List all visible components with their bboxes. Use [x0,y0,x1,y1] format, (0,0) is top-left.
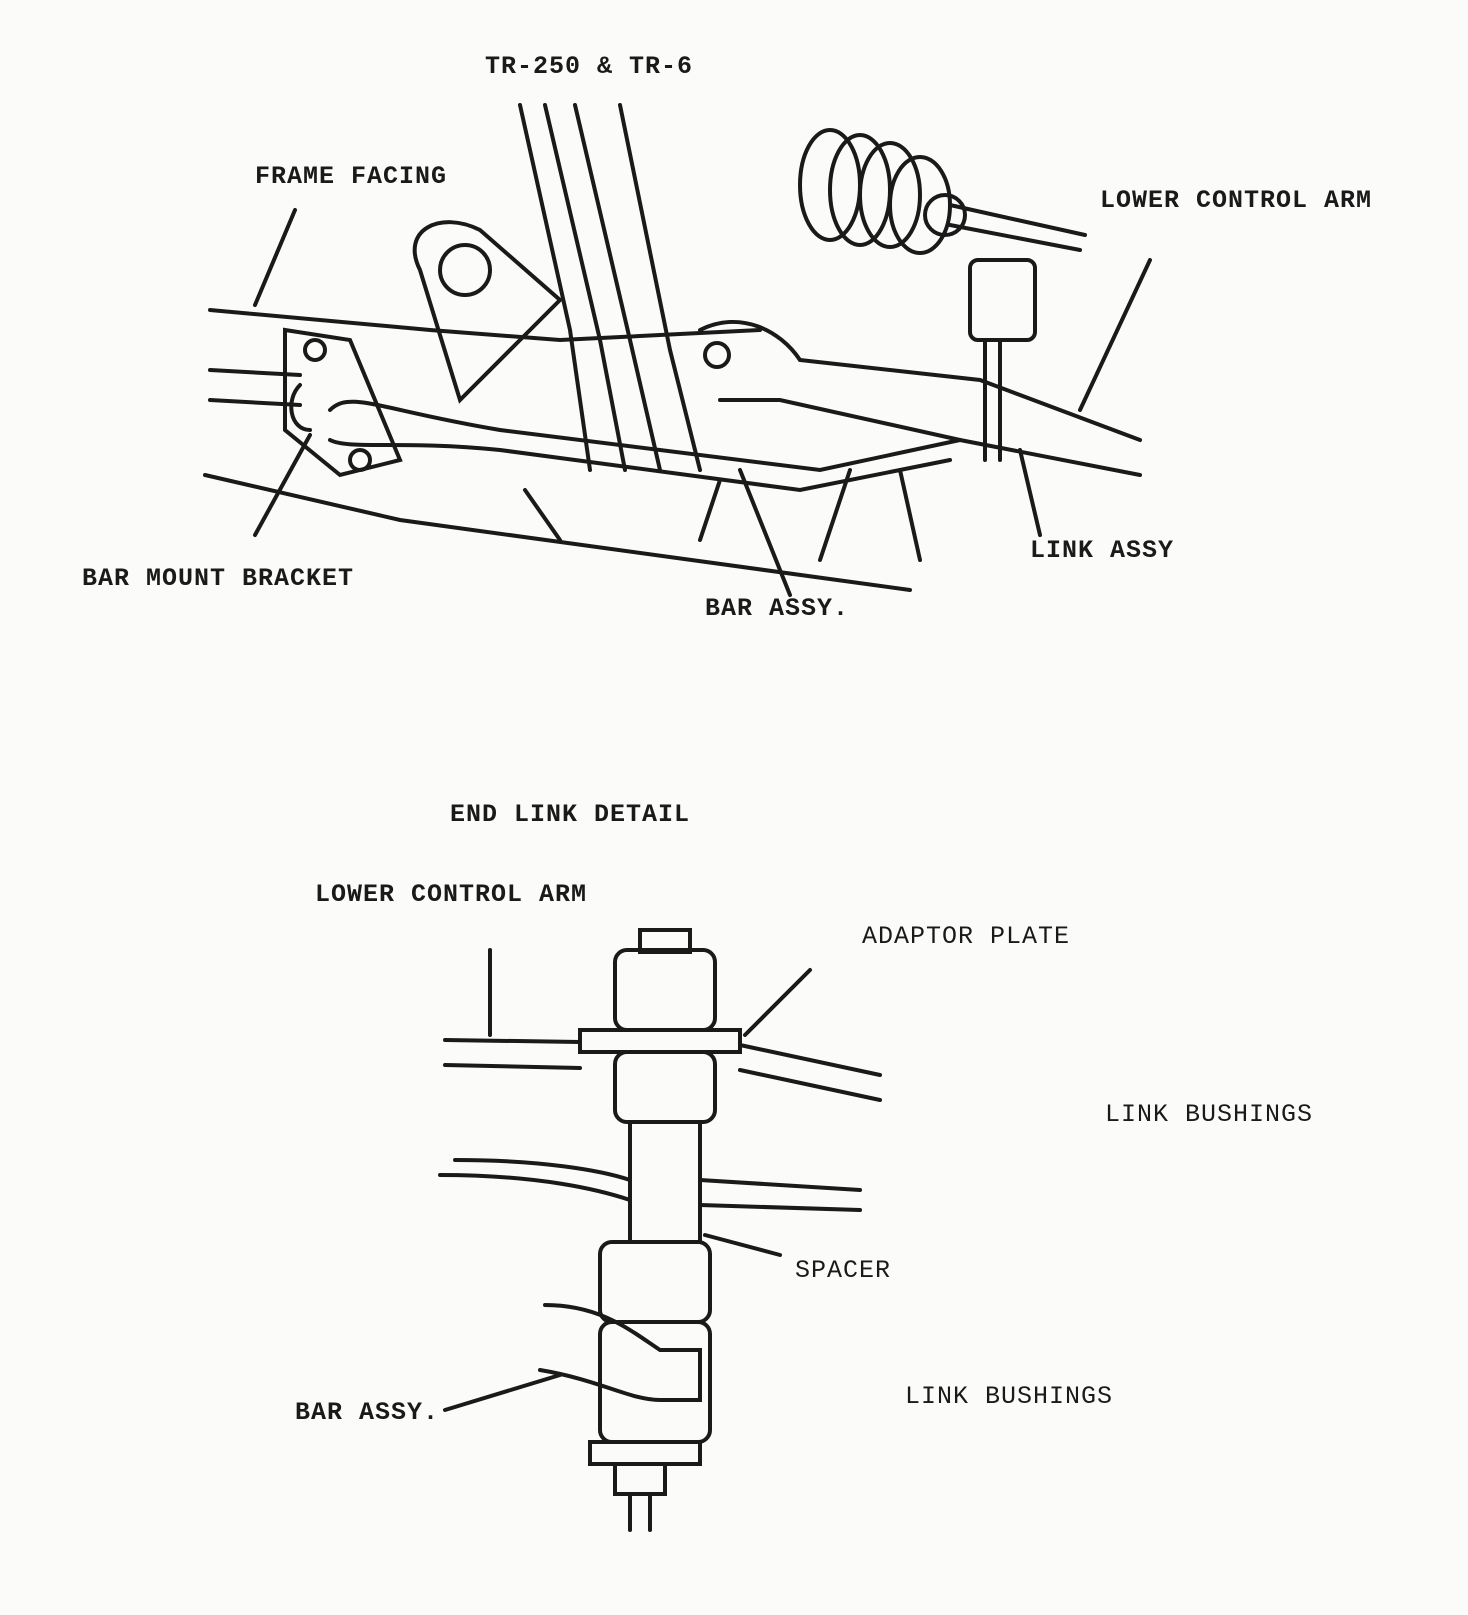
label-bar-mount-bracket: BAR MOUNT BRACKET [82,564,355,593]
label-bar-assy-detail: BAR ASSY. [295,1398,440,1427]
end-link-detail-drawing [438,928,882,1532]
label-lower-control-arm-top: LOWER CONTROL ARM [1100,186,1373,215]
label-link-bushings-upper: LINK BUSHINGS [1105,1100,1314,1129]
label-link-bushings-lower: LINK BUSHINGS [905,1382,1114,1411]
top-diagram-title: TR-250 & TR-6 [485,52,694,81]
label-spacer: SPACER [795,1256,892,1285]
label-link-assy: LINK ASSY [1030,536,1175,565]
label-lower-control-arm-detail: LOWER CONTROL ARM [315,880,588,909]
label-frame-facing: FRAME FACING [255,162,448,191]
detail-diagram-title: END LINK DETAIL [450,800,691,829]
top-assembly-drawing [203,103,1152,597]
label-adaptor-plate: ADAPTOR PLATE [862,922,1071,951]
label-bar-assy-top: BAR ASSY. [705,594,850,623]
